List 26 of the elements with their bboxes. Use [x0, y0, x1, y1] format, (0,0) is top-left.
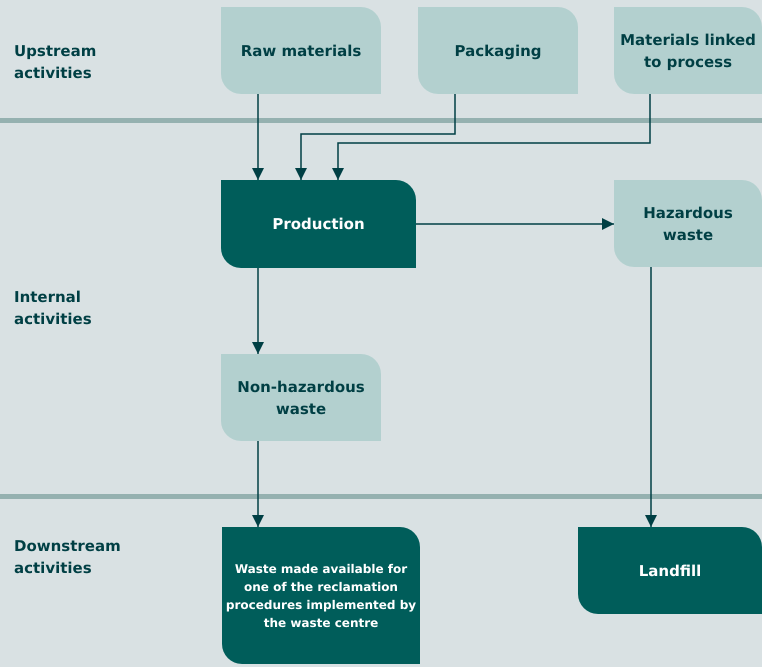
process-box: [578, 527, 762, 614]
arrow: [252, 94, 264, 180]
node-label: Raw materials: [240, 40, 362, 62]
process-box: [221, 180, 416, 268]
arrow: [252, 441, 264, 527]
arrow: [416, 218, 614, 230]
section-label: Internal activities: [14, 287, 93, 330]
node-label: Waste made available for one of the reclamation procedures implemented by the waste centre: [224, 560, 418, 632]
arrow: [332, 94, 651, 180]
arrow: [645, 267, 657, 527]
section-label: Upstream activities: [14, 41, 98, 84]
arrow: [252, 268, 264, 354]
process-box: [614, 180, 762, 267]
node-label: Materials linked to process: [619, 30, 757, 72]
process-box: [221, 354, 381, 441]
node-label: Hazardous waste: [642, 202, 734, 246]
node-label: Packaging: [454, 40, 542, 62]
section-label: Downstream activities: [14, 536, 122, 579]
process-box: [614, 7, 762, 94]
node-label: Production: [272, 214, 365, 235]
arrow: [295, 94, 456, 180]
process-box: [222, 527, 420, 664]
node-label: Non-hazardous waste: [236, 376, 366, 420]
process-box: [221, 7, 381, 94]
node-label: Landfill: [638, 560, 702, 582]
process-box: [418, 7, 578, 94]
